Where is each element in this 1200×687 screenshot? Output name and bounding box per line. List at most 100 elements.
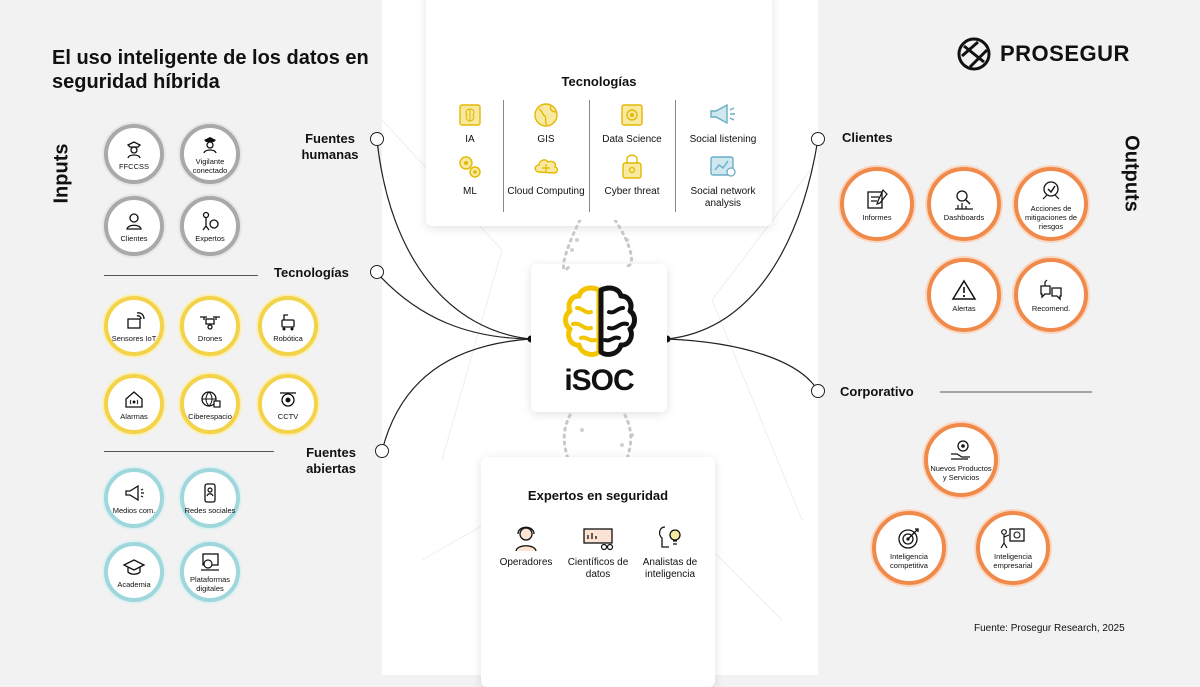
output-label: Dashboards bbox=[943, 212, 985, 222]
digital-platform-icon bbox=[201, 553, 219, 571]
node-dot-tecnologias bbox=[370, 265, 384, 279]
node-dot-corporativo bbox=[811, 384, 825, 398]
input-label: Ciberespacio bbox=[188, 411, 232, 421]
cyber-threat-icon bbox=[622, 154, 642, 179]
tech-item-ia: IA bbox=[430, 100, 510, 146]
node-fuentes-abiertas: Fuentes abiertas bbox=[306, 445, 356, 476]
node-tecnologias: Tecnologías bbox=[274, 265, 349, 280]
input-robotica: Robótica bbox=[258, 296, 318, 356]
brain-icon bbox=[563, 285, 637, 357]
tech-label: ML bbox=[463, 186, 477, 197]
police-officer-icon bbox=[126, 140, 142, 158]
tech-label: Cloud Computing bbox=[507, 186, 585, 197]
tech-separator bbox=[503, 100, 504, 212]
data-scientist-icon bbox=[583, 528, 614, 551]
experts-card: Expertos en seguridad Operadores Científ… bbox=[481, 457, 715, 687]
input-medios: Medios com. bbox=[104, 468, 164, 528]
tech-label: Social listening bbox=[689, 134, 757, 145]
tech-item-social-network: Social network analysis bbox=[678, 152, 768, 210]
output-label: Recomend. bbox=[1031, 303, 1071, 313]
input-label: Academia bbox=[117, 579, 151, 589]
output-label: Acciones de mitigaciones de riesgos bbox=[1024, 203, 1078, 231]
node-dot-humanas bbox=[370, 132, 384, 146]
input-label: Sensores IoT bbox=[111, 333, 157, 343]
experts-card-title: Expertos en seguridad bbox=[527, 488, 669, 503]
tech-label: IA bbox=[465, 134, 475, 145]
tech-label: Social network analysis bbox=[690, 186, 756, 209]
isoc-card: iSOC bbox=[531, 264, 667, 412]
megaphone-icon bbox=[710, 103, 735, 125]
social-network-icon bbox=[204, 482, 216, 503]
cyberspace-icon bbox=[201, 390, 221, 408]
drone-icon bbox=[200, 315, 220, 330]
input-expertos: Expertos bbox=[180, 196, 240, 256]
outputs-label: Outputs bbox=[1120, 135, 1143, 212]
input-label: Drones bbox=[197, 333, 223, 343]
input-ffccss: FFCCSS bbox=[104, 124, 164, 184]
tech-label: Cyber threat bbox=[604, 186, 660, 197]
input-academia: Academia bbox=[104, 542, 164, 602]
tech-item-cloud: Cloud Computing bbox=[506, 152, 586, 198]
expert-analistas: Analistas de inteligencia bbox=[630, 523, 710, 581]
input-vigilante: Vigilante conectado bbox=[180, 124, 240, 184]
input-ciberespacio: Ciberespacio bbox=[180, 374, 240, 434]
expert-cientificos: Científicos de datos bbox=[558, 523, 638, 581]
robot-icon bbox=[281, 313, 295, 330]
input-cctv: CCTV bbox=[258, 374, 318, 434]
output-label: Nuevos Productos y Servicios bbox=[930, 464, 992, 482]
source-note: Fuente: Prosegur Research, 2025 bbox=[974, 623, 1125, 634]
expert-icon bbox=[202, 211, 219, 230]
divider-tecnologias bbox=[104, 451, 274, 452]
input-clientes: Clientes bbox=[104, 196, 164, 256]
tech-item-social-listening: Social listening bbox=[678, 100, 768, 146]
expert-label: Operadores bbox=[499, 557, 553, 568]
operator-headset-icon bbox=[515, 526, 537, 552]
dotted-flow bbox=[561, 220, 634, 467]
output-dashboards: Dashboards bbox=[927, 167, 1001, 241]
gis-globe-icon bbox=[534, 103, 558, 127]
megaphone-icon bbox=[125, 484, 144, 501]
output-informes: Informes bbox=[840, 167, 914, 241]
input-label: Plataformas digitales bbox=[189, 575, 231, 593]
output-inteligencia-competitiva: Inteligencia competitiva bbox=[872, 511, 946, 585]
inputs-label: Inputs bbox=[50, 143, 73, 204]
input-label: FFCCSS bbox=[119, 161, 149, 171]
guard-icon bbox=[203, 137, 217, 154]
input-label: Alarmas bbox=[120, 411, 148, 421]
ai-chip-icon bbox=[459, 104, 481, 126]
output-label: Alertas bbox=[952, 303, 976, 313]
expert-label: Analistas de inteligencia bbox=[642, 557, 698, 580]
node-fuentes-humanas: Fuentes humanas bbox=[301, 131, 359, 162]
node-corporativo: Corporativo bbox=[840, 384, 914, 399]
output-nuevos-productos: Nuevos Productos y Servicios bbox=[924, 423, 998, 497]
graduation-cap-icon bbox=[122, 558, 146, 575]
tech-separator bbox=[589, 100, 590, 212]
divider-humanas bbox=[104, 275, 258, 276]
input-alarmas: Alarmas bbox=[104, 374, 164, 434]
input-label: Redes sociales bbox=[184, 505, 236, 515]
tech-label: GIS bbox=[537, 134, 555, 145]
dashboard-icon bbox=[955, 189, 973, 210]
cloud-icon bbox=[534, 159, 559, 174]
output-alertas: Alertas bbox=[927, 258, 1001, 332]
output-inteligencia-empresarial: Inteligencia empresarial bbox=[976, 511, 1050, 585]
ml-gears-icon bbox=[459, 156, 481, 178]
input-drones: Drones bbox=[180, 296, 240, 356]
input-label: Robótica bbox=[273, 333, 303, 343]
tech-card: Tecnologías IA GIS Data Science Social l… bbox=[426, 0, 772, 226]
tech-label: Data Science bbox=[602, 134, 662, 145]
network-analysis-icon bbox=[710, 156, 736, 177]
output-label: Inteligencia competitiva bbox=[890, 552, 928, 570]
output-label: Inteligencia empresarial bbox=[993, 552, 1033, 570]
analyst-icon bbox=[658, 526, 681, 548]
report-icon bbox=[867, 188, 888, 209]
new-products-icon bbox=[951, 440, 970, 460]
page-title: El uso inteligente de los datos en segur… bbox=[52, 47, 369, 93]
output-recomend: Recomend. bbox=[1014, 258, 1088, 332]
alarm-icon bbox=[125, 390, 143, 408]
sensor-icon bbox=[127, 311, 145, 329]
input-sensores: Sensores IoT bbox=[104, 296, 164, 356]
tech-item-cyber-threat: Cyber threat bbox=[592, 152, 672, 198]
client-icon bbox=[126, 212, 142, 230]
input-label: Vigilante conectado bbox=[192, 157, 228, 175]
